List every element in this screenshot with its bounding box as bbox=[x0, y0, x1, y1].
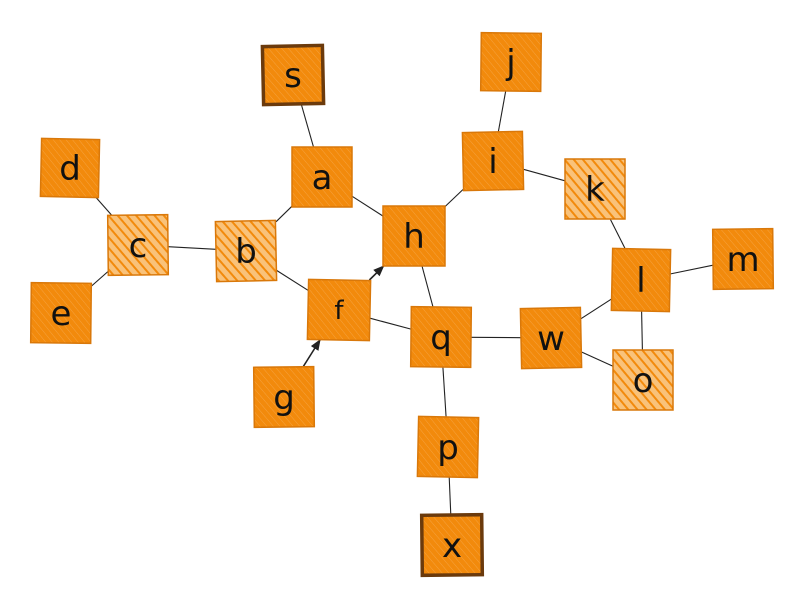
edge-h-q bbox=[421, 265, 434, 308]
nodes-layer: s a d c e b h f g j i k l m q w o p x bbox=[29, 31, 775, 578]
edge-p-x bbox=[448, 476, 452, 516]
node-f[interactable]: f bbox=[306, 278, 372, 342]
node-w[interactable]: w bbox=[519, 306, 583, 370]
node-d[interactable]: d bbox=[39, 137, 101, 199]
node-q[interactable]: q bbox=[409, 305, 473, 369]
node-a[interactable]: a bbox=[291, 146, 353, 208]
edge-w-o bbox=[580, 351, 614, 367]
node-box-l bbox=[610, 247, 672, 313]
node-box-g bbox=[252, 365, 316, 429]
edge-h-i bbox=[444, 189, 464, 207]
edge-e-c bbox=[90, 271, 109, 287]
node-label-g: g bbox=[273, 378, 295, 418]
node-box-a bbox=[291, 146, 353, 208]
node-box-o bbox=[612, 349, 674, 411]
node-box-j bbox=[479, 31, 543, 93]
node-label-i: i bbox=[488, 142, 497, 182]
edge-s-a bbox=[300, 103, 315, 148]
node-box-i bbox=[461, 130, 525, 192]
node-label-k: k bbox=[585, 170, 605, 210]
edge-f-h bbox=[368, 265, 385, 281]
edge-a-h bbox=[351, 195, 384, 217]
node-label-m: m bbox=[726, 240, 759, 280]
node-label-x: x bbox=[442, 526, 462, 566]
edge-a-b bbox=[275, 205, 293, 223]
edge-i-k bbox=[522, 168, 566, 182]
node-box-b bbox=[214, 219, 278, 283]
node-j[interactable]: j bbox=[479, 31, 543, 93]
node-label-f: f bbox=[334, 296, 344, 326]
node-box-d bbox=[39, 137, 101, 199]
edge-j-i bbox=[497, 90, 507, 133]
node-label-w: w bbox=[537, 319, 565, 359]
node-label-o: o bbox=[633, 361, 654, 401]
node-p[interactable]: p bbox=[416, 415, 480, 479]
node-label-b: b bbox=[235, 232, 257, 272]
node-k[interactable]: k bbox=[564, 158, 626, 220]
node-b[interactable]: b bbox=[214, 219, 278, 283]
node-h[interactable]: h bbox=[382, 205, 446, 267]
node-box-e bbox=[29, 281, 93, 345]
node-e[interactable]: e bbox=[29, 281, 93, 345]
node-box-f bbox=[306, 278, 372, 342]
node-box-x bbox=[419, 512, 485, 578]
node-l[interactable]: l bbox=[610, 247, 672, 313]
node-i[interactable]: i bbox=[461, 130, 525, 192]
node-g[interactable]: g bbox=[252, 365, 316, 429]
node-label-c: c bbox=[129, 226, 148, 266]
node-s[interactable]: s bbox=[260, 43, 326, 107]
node-label-l: l bbox=[636, 261, 645, 301]
node-m[interactable]: m bbox=[711, 227, 775, 291]
edge-g-f bbox=[302, 339, 321, 368]
node-label-e: e bbox=[51, 294, 72, 334]
node-box-s bbox=[260, 43, 326, 107]
node-o[interactable]: o bbox=[612, 349, 674, 411]
node-label-h: h bbox=[403, 217, 425, 257]
edge-l-m bbox=[669, 264, 714, 275]
node-label-a: a bbox=[312, 158, 333, 198]
edge-c-b bbox=[167, 246, 217, 250]
node-box-h bbox=[382, 205, 446, 267]
node-box-c bbox=[106, 213, 170, 277]
node-box-q bbox=[409, 305, 473, 369]
node-box-w bbox=[519, 306, 583, 370]
node-box-p bbox=[416, 415, 480, 479]
node-x[interactable]: x bbox=[419, 512, 485, 578]
edge-l-o bbox=[641, 310, 643, 351]
edges-layer bbox=[90, 90, 714, 516]
edge-b-f bbox=[275, 269, 309, 291]
node-box-k bbox=[564, 158, 626, 220]
node-label-q: q bbox=[430, 318, 452, 358]
node-c[interactable]: c bbox=[106, 213, 170, 277]
edge-l-w bbox=[580, 298, 613, 320]
node-box-m bbox=[711, 227, 775, 291]
node-label-j: j bbox=[505, 43, 515, 83]
edge-f-q bbox=[369, 317, 412, 330]
node-label-s: s bbox=[284, 56, 302, 96]
node-label-p: p bbox=[437, 428, 459, 468]
edge-d-c bbox=[95, 196, 112, 216]
edge-k-l bbox=[609, 218, 626, 250]
node-label-d: d bbox=[59, 149, 81, 189]
edge-q-p bbox=[442, 366, 447, 418]
